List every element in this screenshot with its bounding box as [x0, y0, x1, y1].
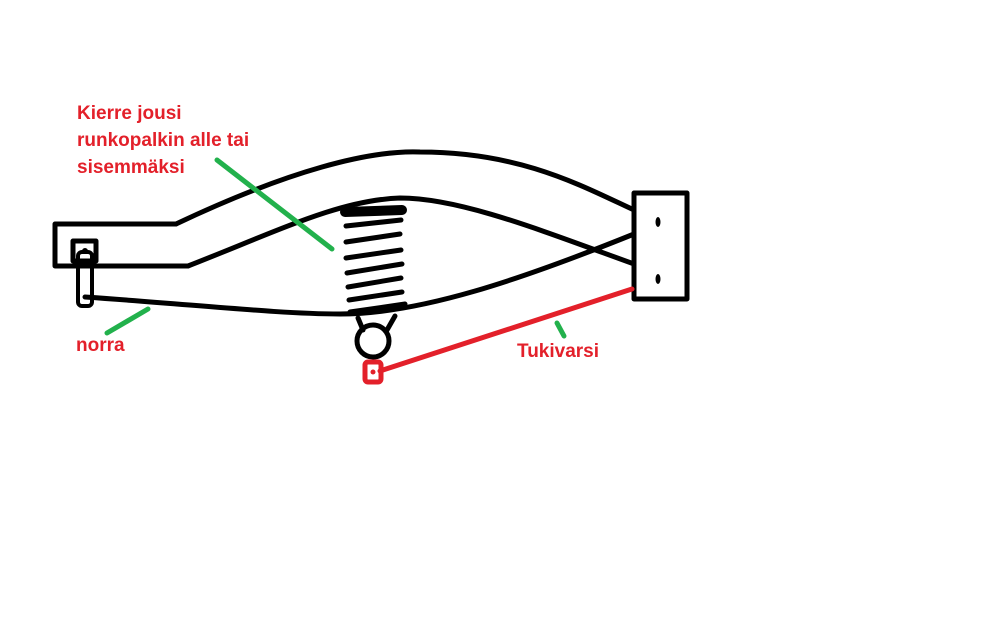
coil-spring	[340, 205, 408, 315]
frame-beam-lower	[185, 195, 637, 269]
bolt-hole	[655, 217, 661, 227]
axle-bracket	[631, 190, 690, 302]
support-arm	[377, 286, 635, 374]
support-arm-pointer	[554, 320, 567, 339]
frame-end-box	[52, 221, 191, 269]
coil-spring-label: Kierre jousi runkopalkin alle tai sisemm…	[77, 103, 250, 178]
frame-beam-upper	[173, 149, 637, 227]
support-arm-bushing	[362, 359, 384, 385]
norra-label: norra	[76, 335, 125, 356]
norra-pointer	[104, 306, 151, 336]
mount-bolt	[82, 248, 88, 254]
axle-beam	[82, 231, 637, 317]
spring-pointer	[214, 157, 335, 252]
support-arm-label: Tukivarsi	[517, 341, 600, 362]
bolt-hole	[655, 274, 661, 284]
wheel-hub	[354, 322, 392, 360]
bushing-bolt	[370, 369, 376, 375]
norra-mount	[70, 238, 99, 264]
spring-mount-right	[384, 313, 398, 333]
